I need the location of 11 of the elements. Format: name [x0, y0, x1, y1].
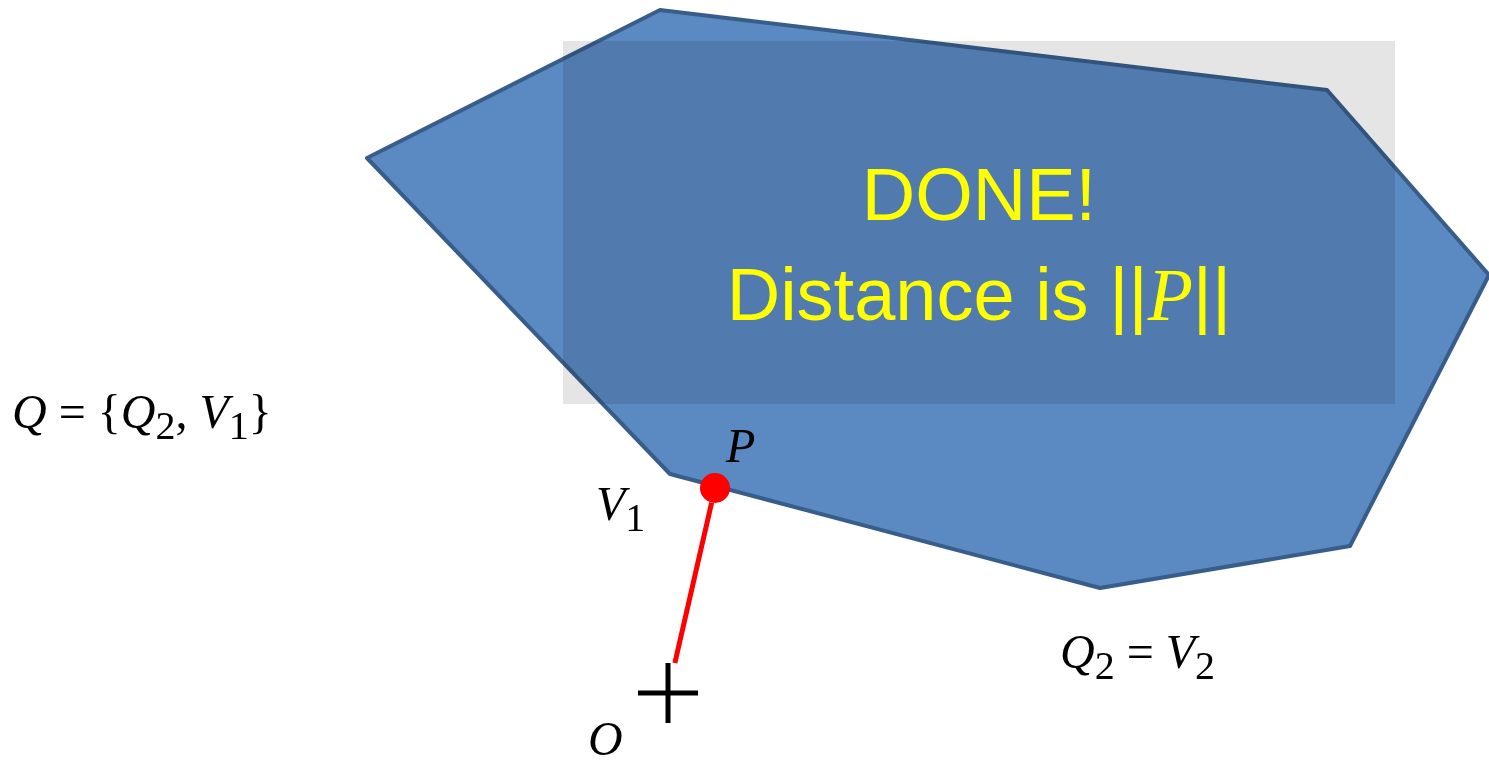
polygon-shape: [365, 8, 1489, 590]
point-dot: [700, 473, 730, 503]
message-text: Distance is ||P||: [726, 252, 1232, 338]
math-label: Q$_{2}$ = V$_{2}$: [1060, 628, 1216, 686]
math-label: V$_{1}$: [596, 480, 646, 538]
origin-cross: [638, 663, 698, 723]
math-label: Q = {Q$_{2}$, V$_{1}$}: [12, 388, 272, 446]
point-label: O: [588, 715, 623, 763]
connector-line: [672, 502, 715, 664]
point-label: P: [726, 422, 756, 470]
message-text: DONE!: [861, 152, 1097, 238]
